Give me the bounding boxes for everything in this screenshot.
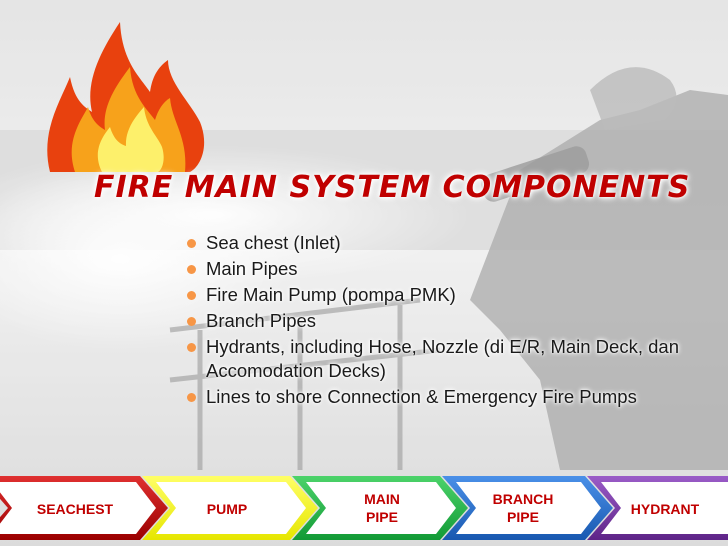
flow-label-line: HYDRANT [630,501,700,517]
list-item: Lines to shore Connection & Emergency Fi… [186,385,726,409]
slide-title: FIRE MAIN SYSTEM COMPONENTS [94,170,691,205]
list-item: Sea chest (Inlet) [186,231,726,255]
flow-step-pump [142,476,318,540]
flow-label-hydrant: HYDRANT [610,500,720,518]
list-item-text: Lines to shore Connection & Emergency Fi… [206,386,637,407]
list-item-text: Main Pipes [206,258,298,279]
flow-label-line: SEACHEST [36,501,114,517]
bullet-dot-icon [187,317,196,326]
flow-label-line: BRANCH [492,491,554,507]
flow-label-line: MAIN [364,491,400,507]
list-item: Fire Main Pump (pompa PMK) [186,283,726,307]
bullet-dot-icon [187,291,196,300]
flow-label-branch-pipe: BRANCH PIPE [468,490,578,526]
flow-label-line: PIPE [366,509,398,525]
flow-step-hydrant [587,476,728,540]
fire-logo-icon [47,22,205,172]
flow-label-seachest: SEACHEST [20,500,130,518]
process-flow [0,476,728,540]
list-item: Main Pipes [186,257,726,281]
components-list: Sea chest (Inlet) Main Pipes Fire Main P… [186,231,726,411]
bullet-dot-icon [187,265,196,274]
flow-label-line: PUMP [206,501,248,517]
flow-step-main-pipe [292,476,468,540]
list-item-text: Fire Main Pump (pompa PMK) [206,284,456,305]
list-item-text: Branch Pipes [206,310,317,331]
bullet-dot-icon [187,393,196,402]
bullet-dot-icon [187,343,196,352]
flow-label-main-pipe: MAIN PIPE [322,490,442,526]
list-item-text: Sea chest (Inlet) [206,232,341,253]
flow-label-line: PIPE [507,509,539,525]
bullet-dot-icon [187,239,196,248]
list-item: Hydrants, including Hose, Nozzle (di E/R… [186,335,726,383]
flow-label-pump: PUMP [172,500,282,518]
flow-step-branch-pipe [442,476,613,540]
list-item: Branch Pipes [186,309,726,333]
flow-step-seachest [0,476,168,540]
list-item-text: Hydrants, including Hose, Nozzle (di E/R… [206,336,679,381]
